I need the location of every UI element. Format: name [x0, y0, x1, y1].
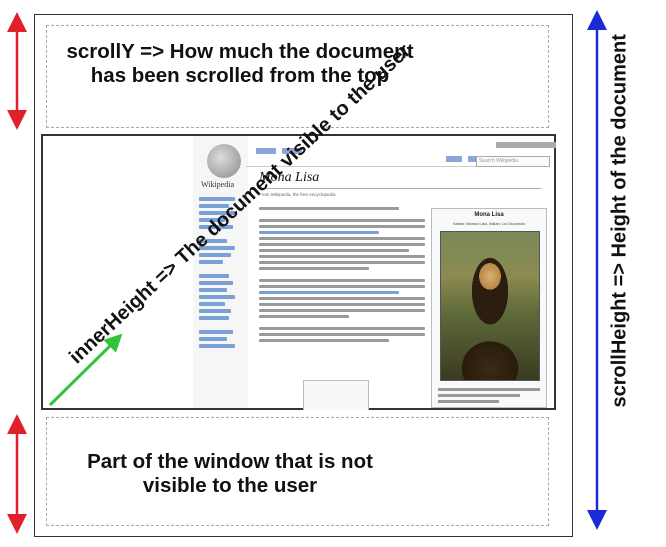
mona-lisa-painting	[440, 231, 540, 381]
scrolled-region-top	[46, 25, 549, 128]
scrolly-label: scrollY => How much the document has bee…	[66, 40, 414, 87]
wiki-article-title: Mona Lisa	[259, 170, 320, 185]
hidden-region-bottom	[46, 417, 549, 526]
infobox: Mona Lisa Italian: Monna Lisa, Italian: …	[431, 208, 547, 408]
infobox-caption: Italian: Monna Lisa, Italian: La Giocond…	[453, 221, 525, 226]
wiki-search-input[interactable]: Search Wikipedia	[476, 156, 550, 167]
innerheight-green-arrow	[48, 333, 123, 407]
wikipedia-globe-icon	[207, 144, 241, 178]
title-divider	[259, 188, 541, 189]
infobox-title: Mona Lisa	[474, 212, 504, 218]
table-of-contents	[303, 380, 369, 410]
document-outline	[34, 14, 573, 537]
wiki-sidebar-links	[199, 194, 241, 351]
wiki-article-subtitle: From Wikipedia, the free encyclopedia	[259, 192, 336, 197]
scrollheight-label: scrollHeight => Height of the document	[608, 34, 631, 408]
hidden-window-label: Part of the window that is not visible t…	[87, 450, 373, 497]
wiki-wordmark: Wikipedia	[201, 180, 234, 189]
wiki-article-text	[259, 204, 425, 345]
wiki-screenshot: Wikipedia Search Wikipedia Mona Lisa Fro…	[41, 134, 556, 410]
painting-caption	[438, 385, 540, 406]
wiki-sidebar	[193, 136, 248, 408]
